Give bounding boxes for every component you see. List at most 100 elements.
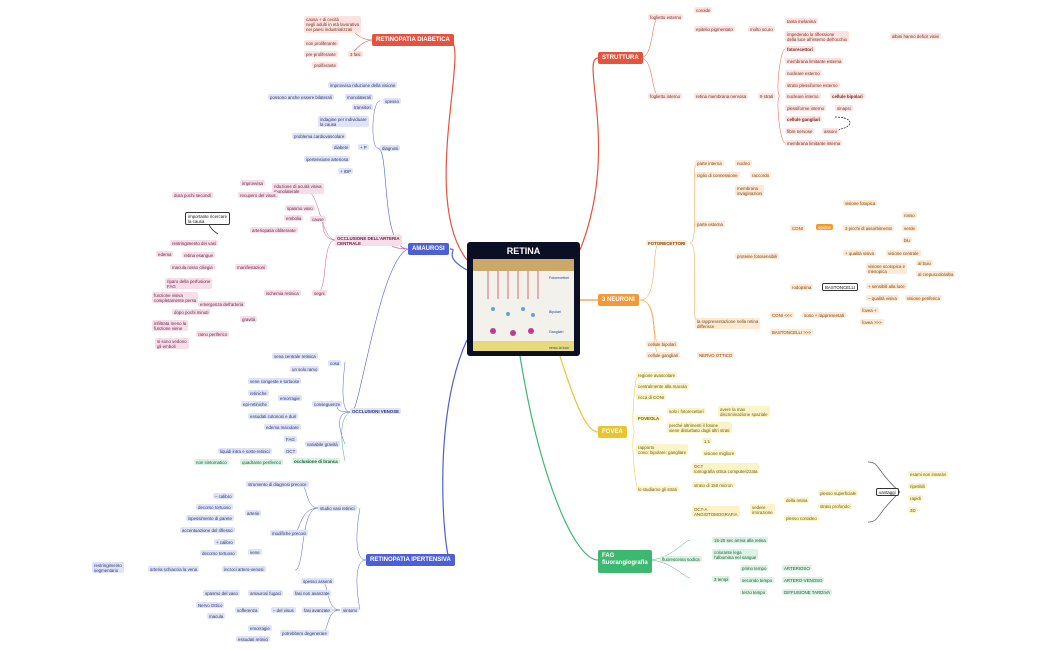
transitori-node: transitori bbox=[352, 104, 373, 111]
raccordo-node: raccordo bbox=[750, 172, 772, 179]
riduzione-acuita-node: riduzione di acuità visiva monolaterale bbox=[272, 183, 324, 195]
vedere-node: vedere irrorazione bbox=[750, 504, 775, 516]
branch-retinopatia-diabetica[interactable]: RETINOPATIA DIABETICA bbox=[372, 34, 454, 46]
membrana-lim-int-node: membrana limitante interna bbox=[785, 140, 843, 147]
variabile-node: variabile gravità bbox=[305, 441, 340, 448]
visione-centrale-node: visione centrale bbox=[886, 250, 921, 257]
arteriopatia-node: arteriopatia obliterante bbox=[250, 227, 298, 234]
spesso-assenti-node: spesso assenti bbox=[301, 578, 335, 585]
vene-node: vene bbox=[248, 549, 262, 556]
non-proliferante-node: non proliferante bbox=[304, 40, 339, 47]
decorso-tortuoso-node: decorso tortuoso bbox=[196, 504, 233, 511]
quadrante-node: quadrante periferico bbox=[240, 459, 284, 466]
emorragie-ip-node: emorragie bbox=[248, 625, 272, 632]
cellule-bipolari-s-node: cellule bipolari bbox=[830, 93, 865, 100]
primo-node: primo tempo bbox=[740, 565, 769, 572]
si-vedono-node: si sono vedono gli emboli bbox=[155, 338, 189, 350]
regione-avascolare-node: regione avascolare bbox=[636, 372, 678, 379]
occlusioni-venose-node[interactable]: OCCLUSIONI VENOSE bbox=[350, 408, 402, 415]
calibro-plus-node: + calibro bbox=[214, 539, 235, 546]
centralmente-node: centralmente alla macula bbox=[636, 383, 689, 390]
ripetibili-node: ripetibili bbox=[908, 483, 927, 490]
un-solo-ramo-node: un solo ramo bbox=[290, 366, 320, 373]
branch-fovea[interactable]: FOVEA bbox=[598, 426, 627, 438]
branch-fag[interactable]: FAG fluorangiografia bbox=[598, 550, 652, 573]
label-bipolari: Bipolari bbox=[549, 310, 561, 314]
rodopsina-node: rodopsina bbox=[790, 284, 814, 291]
possono-node: possono anche essere bilaterali bbox=[268, 94, 334, 101]
membrana-invag-node: membrana invaginazioni bbox=[735, 185, 765, 197]
fotorecettori-node: FOTORECETTORI bbox=[646, 240, 688, 247]
fasi-non-avanzate-node: fasi non avanzate bbox=[293, 590, 332, 597]
visione-scotopica-node: visione scotopica e mesopica bbox=[866, 263, 908, 275]
bastoncelli-gt-node: BASTONCELLI >>> bbox=[770, 329, 814, 336]
ramo-node: ramo periferico bbox=[196, 331, 230, 338]
sinapsi-node: sinapsi bbox=[835, 105, 853, 112]
fluoresceina-node: fluoresceina sodica bbox=[660, 556, 702, 563]
ciglio-node: ciglio di connessione bbox=[695, 172, 740, 179]
artero-venoso-node: ARTERO-VENOSO bbox=[782, 577, 825, 584]
spesso-node: spesso bbox=[383, 98, 401, 105]
pre-proliferante-node: pre-proliferante bbox=[304, 51, 338, 58]
molto-scuro-node: molto scuro bbox=[748, 26, 775, 33]
emorragie-node: emorragie bbox=[278, 395, 302, 402]
arterioso-node: ARTERIOSO bbox=[782, 565, 812, 572]
sofferenza-node: sofferenza bbox=[235, 607, 260, 614]
visione-fotopica-node: visione fotopica bbox=[843, 200, 878, 207]
incroci-node: incroci artero-venosi bbox=[222, 566, 266, 573]
importante-node: importante ricercare la causa bbox=[185, 212, 231, 226]
fovea-neg-node: fovea >>> bbox=[860, 319, 884, 326]
emergenza-node: emergenza dell'arteria bbox=[198, 301, 246, 308]
plus-p-node: + P bbox=[358, 144, 369, 151]
oct-a-node: OCT-A ANGIOTOMOGRAFIA bbox=[692, 506, 740, 518]
secondi-node: 15-20 sec arriva alla retina bbox=[712, 537, 768, 544]
ricca-coni-node: ricca di CONI bbox=[636, 394, 667, 401]
branch-retinopatia-ipertensiva[interactable]: RETINOPATIA IPERTENSIVA bbox=[366, 554, 455, 566]
cellule-gangliari-s-node: cellule gangliari bbox=[785, 116, 823, 123]
diffusione-node: DIFFUSIONE TARDIVA bbox=[782, 589, 833, 596]
rappresentazione-node: la rappresentazione nella retina differi… bbox=[695, 318, 761, 330]
problema-node: problema cardiovascolare bbox=[292, 133, 347, 140]
monolaterali-node: monolaterali bbox=[345, 94, 373, 101]
label-fotorecettori: Fotorecettori bbox=[549, 276, 569, 280]
coni-lt-node: CONI <<< bbox=[770, 312, 794, 319]
fotorecettori-s-node: fotorecettori bbox=[785, 46, 815, 53]
restringimento-node: restringimento dei vasi bbox=[170, 240, 218, 247]
causa-node: causa + di cecità negli adulti in età la… bbox=[304, 16, 361, 33]
branch-struttura[interactable]: STRUTTURA bbox=[598, 52, 643, 64]
strumento-node: strumento di diagnosi precoce bbox=[246, 481, 309, 488]
proteine-node: proteine fotosensibili bbox=[735, 253, 780, 260]
tempi-node: 3 tempi bbox=[712, 576, 731, 583]
branch-amaurosi[interactable]: AMAUROSI bbox=[408, 243, 449, 255]
embolia-node: embolia bbox=[284, 215, 304, 222]
plessiforme-interno-node: plessiforme interno bbox=[785, 105, 827, 112]
uno-uno-node: 1:1 bbox=[702, 438, 713, 445]
branch-tre-neuroni[interactable]: 3 NEURONI bbox=[598, 294, 639, 306]
nucleo-node: nucleo bbox=[735, 160, 752, 167]
sintomi-node: sintomi bbox=[341, 607, 359, 614]
retina-esangue-node: retina esangue bbox=[182, 252, 216, 259]
studio-node: studio vasi retinici bbox=[318, 505, 357, 512]
retina-central-node[interactable]: RETINA Fotorecettori Bipolari Gangliari … bbox=[467, 242, 580, 356]
occlusione-arteria-node[interactable]: OCCLUSIONE DELL'ARTERIA CENTRALE bbox=[335, 235, 402, 247]
arteria-node: arterie bbox=[245, 510, 262, 517]
crepuscolo-node: al crepuscolo/alba bbox=[916, 271, 956, 278]
dopo-pochi-node: dopo pochi minuti bbox=[172, 309, 211, 316]
visione-migliore-node: visione migliore bbox=[702, 450, 737, 457]
arteria-schiaccia-node: arteria schiaccia la vena bbox=[148, 566, 200, 573]
sono-rappresentati-node: sono + rappresentati bbox=[802, 312, 847, 319]
albini-node: albini hanno deficit visivi bbox=[890, 33, 942, 40]
studiamo-node: lo studiamo gli strati bbox=[636, 486, 679, 493]
indagine-node: indagine per individuare la causa bbox=[318, 116, 369, 128]
cosa-node: cosa bbox=[328, 360, 342, 367]
edema-maculare-node: edema maculare bbox=[264, 424, 301, 431]
nucleare-interno-node: nucleare interno bbox=[785, 93, 821, 100]
proliferante-node: proliferante bbox=[312, 62, 338, 69]
solo-fotorecettori-node: solo i fotorecettori bbox=[667, 408, 706, 415]
parte-esterna-node: parte esterna bbox=[695, 221, 725, 228]
tre-picchi-node: 3 picchi di assorbimento bbox=[843, 225, 895, 232]
foveola-node: FOVEOLA bbox=[636, 415, 662, 422]
coroide-node: coroide bbox=[694, 7, 713, 14]
assoni-node: assoni bbox=[822, 128, 839, 135]
accentuazione-node: accentuazione del riflesso bbox=[180, 527, 235, 534]
